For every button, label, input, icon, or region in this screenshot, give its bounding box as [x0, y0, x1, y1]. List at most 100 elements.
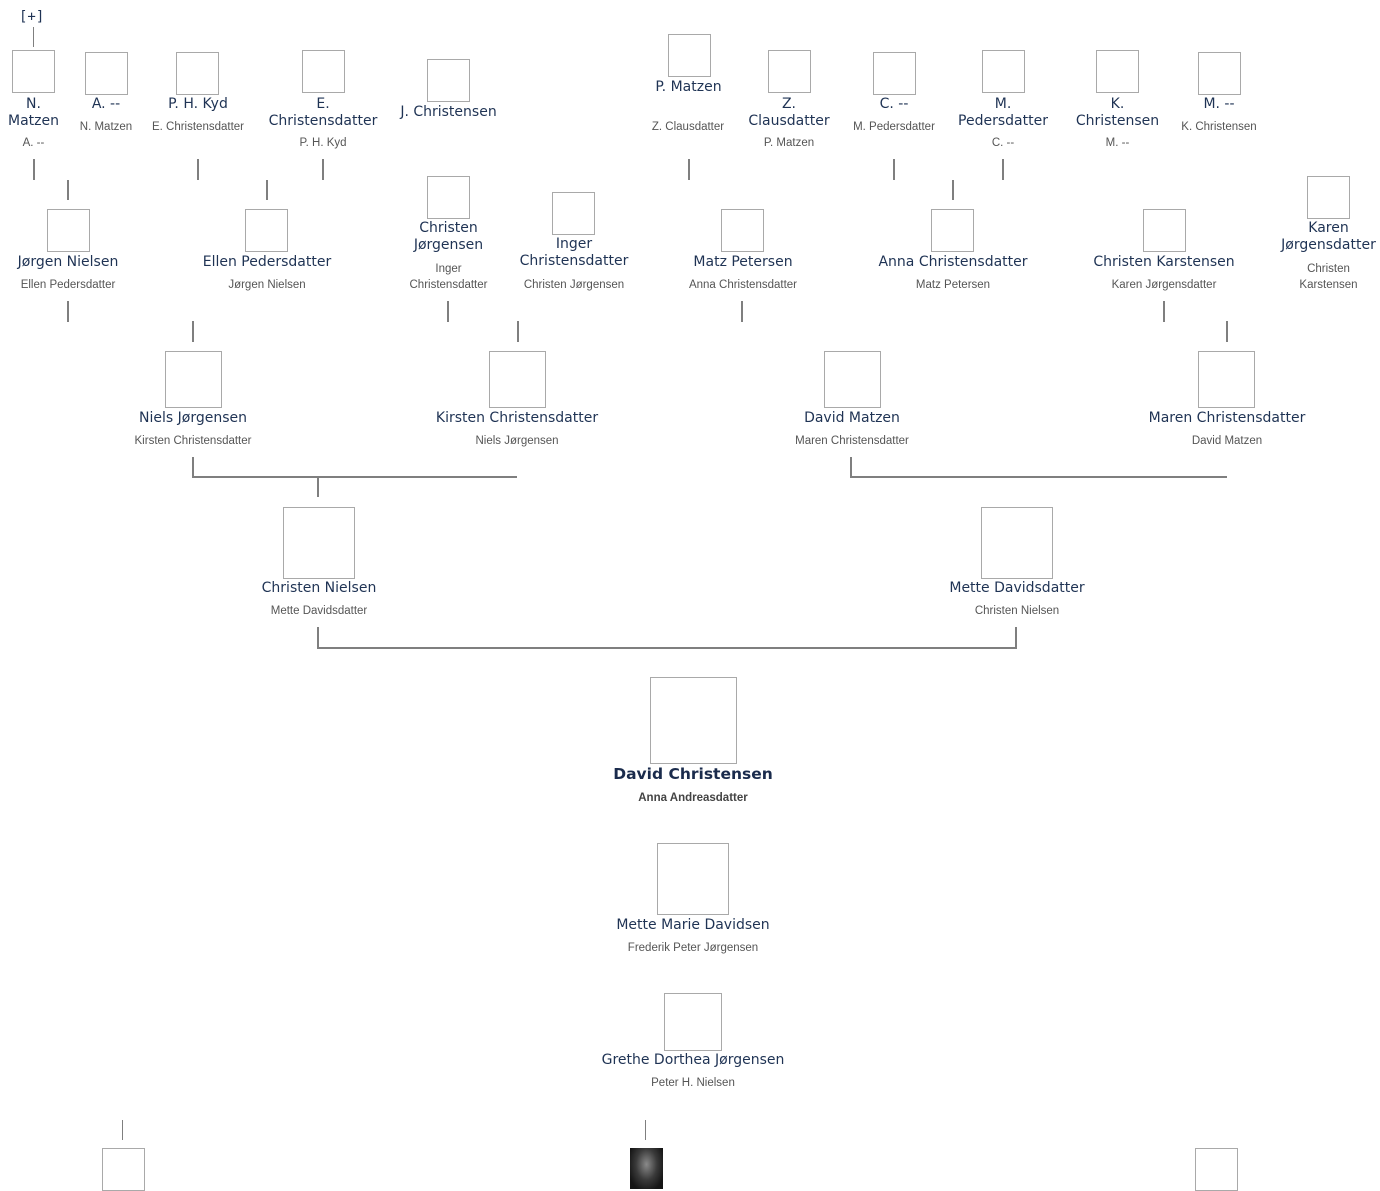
person-photo-placeholder[interactable]	[824, 351, 881, 408]
person-name[interactable]: M. Pedersdatter	[958, 96, 1048, 129]
person-name[interactable]: C. --	[879, 96, 909, 112]
connector-line	[322, 159, 324, 180]
person-name[interactable]: Christen Jørgensen	[413, 220, 484, 253]
spouse-name[interactable]: N. Matzen	[79, 121, 133, 133]
person-name[interactable]: P. H. Kyd	[168, 96, 228, 112]
connector-line	[1163, 301, 1165, 322]
person-photo-placeholder[interactable]	[873, 52, 916, 95]
person-photo-placeholder[interactable]	[664, 993, 722, 1051]
person-photo[interactable]	[630, 1148, 663, 1189]
person-name[interactable]: K. Christensen	[1075, 96, 1160, 129]
person-name[interactable]: Anna Christensdatter	[878, 254, 1028, 270]
person-photo-placeholder[interactable]	[302, 50, 345, 93]
root-person-name[interactable]: David Christensen	[613, 765, 773, 783]
person-photo-placeholder[interactable]	[283, 507, 355, 579]
person-name[interactable]: Christen Karstensen	[1093, 254, 1235, 270]
spouse-name[interactable]: Karen Jørgensdatter	[1111, 279, 1217, 291]
connector-line	[1002, 159, 1004, 180]
person-photo-placeholder[interactable]	[427, 176, 470, 219]
spouse-name[interactable]: P. H. Kyd	[299, 137, 347, 149]
person-photo-placeholder[interactable]	[1198, 351, 1255, 408]
spouse-name[interactable]: Peter H. Nielsen	[651, 1077, 735, 1089]
connector-line	[952, 180, 954, 200]
connector-line	[317, 476, 319, 497]
spouse-name[interactable]: Christen Karstensen	[1299, 263, 1358, 291]
person-photo-placeholder[interactable]	[1096, 50, 1139, 93]
person-name[interactable]: M. --	[1203, 96, 1235, 112]
person-name[interactable]: David Matzen	[804, 410, 900, 426]
person-photo-placeholder[interactable]	[1198, 52, 1241, 95]
expand-tree-link[interactable]: [+]	[19, 9, 45, 25]
person-name[interactable]: J. Christensen	[400, 104, 497, 120]
person-name[interactable]: Maren Christensdatter	[1148, 410, 1306, 426]
person-photo-placeholder[interactable]	[552, 192, 595, 235]
person-photo-placeholder[interactable]	[47, 209, 90, 252]
person-photo-placeholder[interactable]	[245, 209, 288, 252]
person-photo-placeholder[interactable]	[1307, 176, 1350, 219]
spouse-name[interactable]: Inger Christensdatter	[409, 263, 488, 291]
person-name[interactable]: P. Matzen	[655, 79, 722, 95]
person-photo-placeholder[interactable]	[931, 209, 974, 252]
spouse-name[interactable]: Jørgen Nielsen	[228, 279, 306, 291]
person-photo-placeholder[interactable]	[981, 507, 1053, 579]
spouse-name[interactable]: Christen Nielsen	[974, 605, 1060, 617]
person-photo-placeholder[interactable]	[12, 50, 55, 93]
person-photo-placeholder[interactable]	[1143, 209, 1186, 252]
person-photo-placeholder[interactable]	[427, 59, 470, 102]
person-name[interactable]: Mette Davidsdatter	[949, 580, 1085, 596]
person-name[interactable]: Mette Marie Davidsen	[616, 917, 770, 933]
person-name[interactable]: Inger Christensdatter	[519, 236, 629, 269]
person-photo-placeholder[interactable]	[657, 843, 729, 915]
spouse-name[interactable]: K. Christensen	[1181, 121, 1257, 133]
spouse-name[interactable]: P. Matzen	[763, 137, 815, 149]
spouse-name[interactable]: Frederik Peter Jørgensen	[627, 942, 759, 954]
person-name[interactable]: N. Matzen	[8, 96, 59, 129]
person-photo-placeholder[interactable]	[165, 351, 222, 408]
spouse-name[interactable]: A. --	[22, 137, 45, 149]
person-photo-placeholder[interactable]	[668, 34, 711, 77]
person-name[interactable]: Matz Petersen	[693, 254, 793, 270]
person-name[interactable]: A. --	[91, 96, 121, 112]
person-photo-placeholder[interactable]	[721, 209, 764, 252]
connector-line	[197, 159, 199, 180]
spouse-name[interactable]: Christen Jørgensen	[523, 279, 625, 291]
spouse-name[interactable]: Ellen Pedersdatter	[20, 279, 116, 291]
spouse-name[interactable]: David Matzen	[1191, 435, 1263, 447]
spouse-name[interactable]: Matz Petersen	[915, 279, 991, 291]
spouse-name[interactable]: Z. Clausdatter	[651, 121, 725, 133]
spouse-name[interactable]: Niels Jørgensen	[475, 435, 559, 447]
spouse-name[interactable]: M. --	[1105, 137, 1130, 149]
person-name[interactable]: Niels Jørgensen	[139, 410, 247, 426]
person-photo-placeholder[interactable]	[489, 351, 546, 408]
person-name[interactable]: Ellen Pedersdatter	[202, 254, 332, 270]
spouse-name[interactable]: M. Pedersdatter	[853, 121, 935, 133]
connector-line	[645, 1120, 646, 1140]
connector-line	[1226, 321, 1228, 342]
person-name[interactable]: Z. Clausdatter	[748, 96, 830, 129]
person-photo-placeholder[interactable]	[1195, 1148, 1238, 1191]
connector-line	[850, 476, 1227, 478]
root-person-photo-placeholder[interactable]	[650, 677, 737, 764]
person-photo-placeholder[interactable]	[768, 50, 811, 93]
spouse-name[interactable]: E. Christensdatter	[151, 121, 245, 133]
person-photo-placeholder[interactable]	[982, 50, 1025, 93]
connector-line	[688, 159, 690, 180]
connector-line	[192, 457, 194, 477]
person-name[interactable]: E. Christensdatter	[268, 96, 378, 129]
spouse-name[interactable]: Anna Christensdatter	[688, 279, 798, 291]
person-name[interactable]: Kirsten Christensdatter	[435, 410, 599, 426]
person-name[interactable]: Grethe Dorthea Jørgensen	[601, 1052, 785, 1068]
connector-line	[33, 27, 34, 47]
spouse-name[interactable]: Mette Davidsdatter	[270, 605, 368, 617]
person-name[interactable]: Christen Nielsen	[261, 580, 377, 596]
spouse-name[interactable]: Kirsten Christensdatter	[134, 435, 252, 447]
spouse-name[interactable]: C. --	[991, 137, 1015, 149]
person-photo-placeholder[interactable]	[176, 52, 219, 95]
person-name[interactable]: Karen Jørgensdatter	[1281, 220, 1376, 253]
person-name[interactable]: Jørgen Nielsen	[17, 254, 119, 270]
spouse-name[interactable]: Maren Christensdatter	[795, 435, 909, 447]
person-photo-placeholder[interactable]	[102, 1148, 145, 1191]
root-spouse-name[interactable]: Anna Andreasdatter	[638, 792, 748, 804]
connector-line	[893, 159, 895, 180]
person-photo-placeholder[interactable]	[85, 52, 128, 95]
